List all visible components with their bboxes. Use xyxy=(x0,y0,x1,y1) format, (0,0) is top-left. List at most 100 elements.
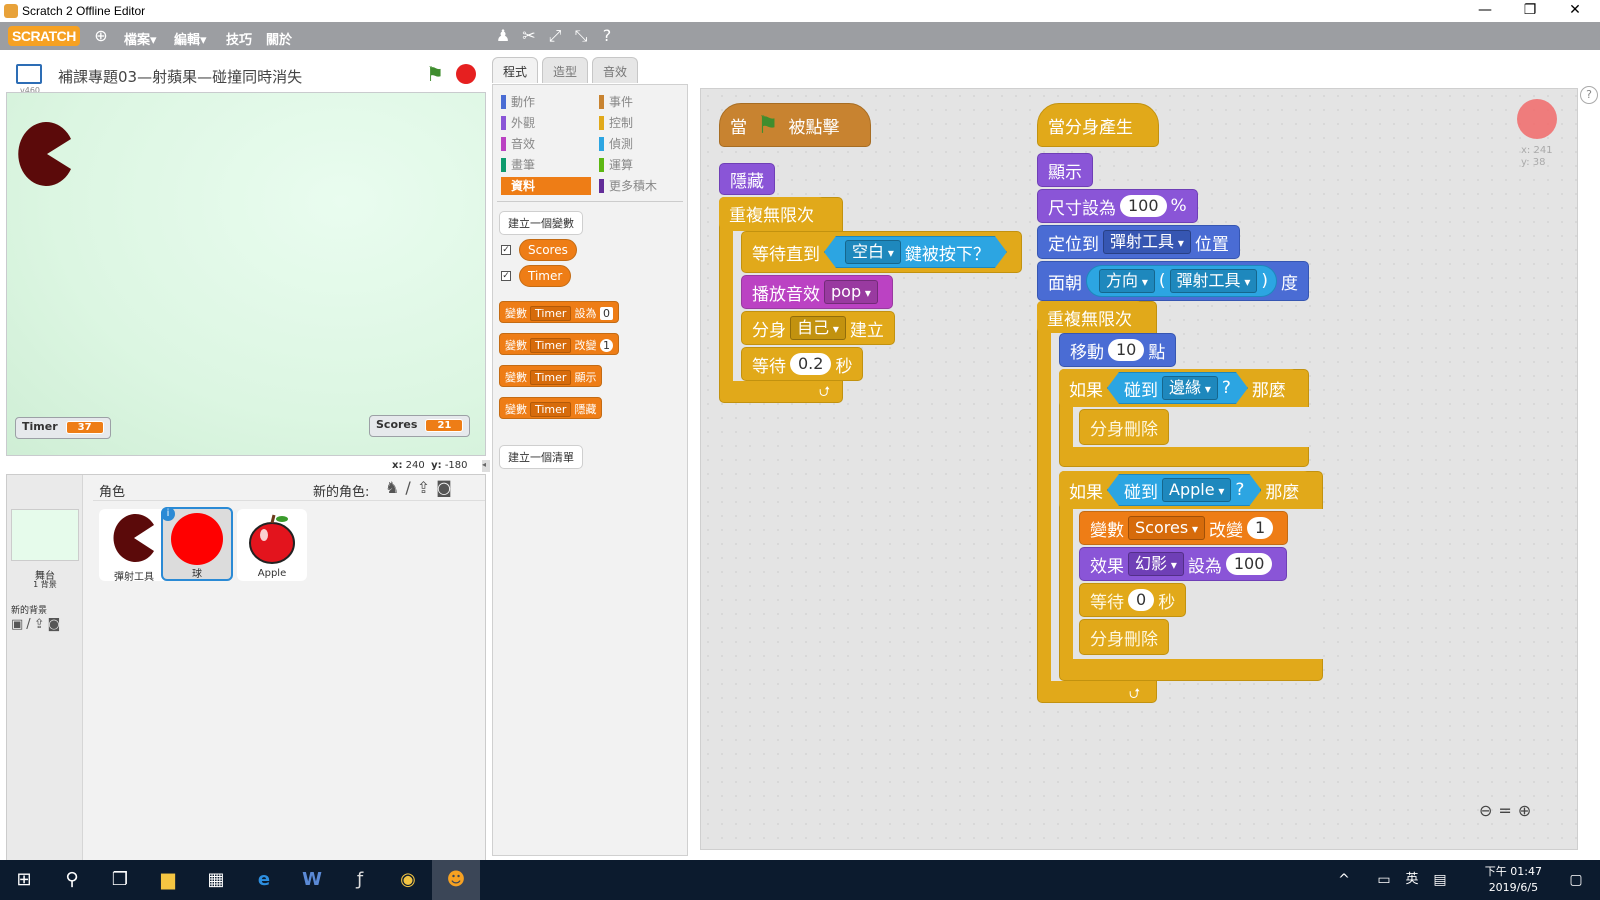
category-looks[interactable]: 外觀 xyxy=(501,114,593,132)
clone-target-dropdown[interactable]: 自己 xyxy=(790,316,846,340)
shrink-icon[interactable]: ⤡ xyxy=(574,26,588,45)
minimize-button[interactable]: — xyxy=(1478,2,1492,18)
value-input[interactable]: 0 xyxy=(599,307,613,320)
file-explorer-icon[interactable]: ▆ xyxy=(161,869,175,890)
var-dropdown[interactable]: Timer xyxy=(530,306,572,321)
object-dropdown[interactable]: 彈射工具 xyxy=(1169,269,1258,293)
zoom-in-icon[interactable]: ⊕ xyxy=(1517,801,1538,820)
zoom-reset-icon[interactable]: = xyxy=(1498,801,1518,820)
move-steps-block[interactable]: 移動 10 點 xyxy=(1059,333,1177,367)
wait-until-block[interactable]: 等待直到 空白 鍵被按下？ xyxy=(741,231,1022,273)
store-icon[interactable]: ▦ xyxy=(207,869,225,890)
category-control[interactable]: 控制 xyxy=(599,114,691,132)
category-operators[interactable]: 運算 xyxy=(599,156,691,174)
info-icon[interactable]: i xyxy=(161,507,175,521)
menu-tips[interactable]: 技巧 xyxy=(226,33,253,48)
touching-edge-condition[interactable]: 碰到 邊緣 ? xyxy=(1107,372,1248,404)
create-clone-block[interactable]: 分身 自己 建立 xyxy=(741,311,895,345)
scratch-taskbar-icon[interactable]: ☻ xyxy=(432,860,480,900)
timer-reporter[interactable]: Timer xyxy=(519,265,572,287)
maximize-button[interactable]: ❐ xyxy=(1523,2,1537,18)
make-list-button[interactable]: 建立一個清單 xyxy=(499,445,583,469)
sprite-tile-ball[interactable]: i 球 xyxy=(161,507,233,581)
upload-sprite-icon[interactable]: ⇪ xyxy=(416,478,437,497)
category-motion[interactable]: 動作 xyxy=(501,93,593,111)
make-variable-button[interactable]: 建立一個變數 xyxy=(499,211,583,235)
search-icon[interactable]: ⚲ xyxy=(65,869,79,890)
sprite-tile-apple[interactable]: Apple xyxy=(237,509,307,581)
green-flag-icon[interactable]: ⚑ xyxy=(426,62,444,86)
category-pen[interactable]: 畫筆 xyxy=(501,156,593,174)
start-windows-icon[interactable]: ⊞ xyxy=(16,869,32,890)
size-value-input[interactable]: 100 xyxy=(1120,195,1167,217)
scores-checkbox[interactable]: ✓ xyxy=(501,245,511,255)
notifications-icon[interactable]: ▢ xyxy=(1569,872,1583,888)
network-icon[interactable]: ▭ xyxy=(1377,872,1391,888)
tab-scripts[interactable]: 程式 xyxy=(492,57,539,83)
menu-edit[interactable]: 編輯▾ xyxy=(174,33,207,48)
sprite-library-icon[interactable]: ♞ xyxy=(385,478,406,497)
touch-target-dropdown[interactable]: Apple xyxy=(1162,478,1231,502)
effect-value-input[interactable]: 100 xyxy=(1225,553,1273,575)
clock[interactable]: 下午 01:47 2019/6/5 xyxy=(1485,864,1542,896)
set-effect-block[interactable]: 效果 幻影 設為 100 xyxy=(1079,547,1288,581)
tab-costumes[interactable]: 造型 xyxy=(542,57,589,83)
chrome-icon[interactable]: ◉ xyxy=(400,869,416,890)
fullscreen-icon[interactable] xyxy=(16,64,42,84)
paint-backdrop-icon[interactable]: / xyxy=(26,617,34,632)
timer-checkbox[interactable]: ✓ xyxy=(501,271,511,281)
scripts-area[interactable]: 當 ⚑ 被點擊 隱藏 重複無限次 等待直到 空白 鍵被按下？ 播放音效 pop … xyxy=(700,88,1578,850)
when-clone-starts-block[interactable]: 當分身產生 xyxy=(1037,103,1159,147)
attribute-dropdown[interactable]: 方向 xyxy=(1099,269,1155,293)
point-in-direction-block[interactable]: 面朝 方向 ( 彈射工具 ) 度 xyxy=(1037,261,1309,301)
task-view-icon[interactable]: ❐ xyxy=(111,869,129,890)
internet-explorer-icon[interactable]: e xyxy=(257,869,271,890)
help-icon[interactable]: ? xyxy=(602,26,612,45)
category-data[interactable]: 資料 xyxy=(501,177,591,195)
camera-sprite-icon[interactable]: ◙ xyxy=(436,478,458,497)
touching-apple-condition[interactable]: 碰到 Apple ? xyxy=(1107,474,1261,506)
upload-backdrop-icon[interactable]: ⇪ xyxy=(33,617,48,632)
collapse-stage-icon[interactable]: ◂ xyxy=(482,460,490,472)
sprite-tile-catapult[interactable]: 彈射工具 xyxy=(99,509,169,583)
when-flag-clicked-block[interactable]: 當 ⚑ 被點擊 xyxy=(719,103,871,147)
duplicate-stamp-icon[interactable]: ♟ xyxy=(495,26,511,45)
key-dropdown[interactable]: 空白 xyxy=(845,240,901,264)
category-sound[interactable]: 音效 xyxy=(501,135,593,153)
hide-block[interactable]: 隱藏 xyxy=(719,163,775,195)
tab-sounds[interactable]: 音效 xyxy=(592,57,639,83)
key-pressed-condition[interactable]: 空白 鍵被按下？ xyxy=(824,236,1007,268)
set-size-block[interactable]: 尺寸設為 100 % xyxy=(1037,189,1198,223)
variable-dropdown[interactable]: Scores xyxy=(1128,516,1205,540)
change-variable-block[interactable]: 變數 Scores 改變 1 xyxy=(1079,511,1289,545)
category-more-blocks[interactable]: 更多積木 xyxy=(599,177,691,195)
category-sensing[interactable]: 偵測 xyxy=(599,135,691,153)
show-block[interactable]: 顯示 xyxy=(1037,153,1093,187)
backdrop-library-icon[interactable]: ▣ xyxy=(11,617,27,632)
globe-icon[interactable]: ⊕ xyxy=(94,26,108,45)
touch-target-dropdown[interactable]: 邊緣 xyxy=(1162,376,1218,400)
ime-indicator[interactable]: 英 xyxy=(1405,872,1419,887)
sensing-of-reporter[interactable]: 方向 ( 彈射工具 ) xyxy=(1086,265,1277,297)
scratch-logo[interactable]: SCRATCH xyxy=(8,26,80,46)
ime-mode-icon[interactable]: ▤ xyxy=(1433,872,1447,888)
wait-seconds-block-2[interactable]: 等待 0 秒 xyxy=(1079,583,1187,617)
category-events[interactable]: 事件 xyxy=(599,93,691,111)
stop-icon[interactable] xyxy=(456,64,476,84)
catapult-sprite-on-stage[interactable] xyxy=(15,117,75,187)
close-button[interactable]: ✕ xyxy=(1569,2,1581,18)
flash-icon[interactable]: ƒ xyxy=(356,869,364,890)
move-value-input[interactable]: 10 xyxy=(1108,339,1145,361)
menu-file[interactable]: 檔案▾ xyxy=(124,33,157,48)
effect-dropdown[interactable]: 幻影 xyxy=(1128,552,1184,576)
delete-clone-block-1[interactable]: 分身刪除 xyxy=(1079,409,1169,445)
camera-backdrop-icon[interactable]: ◙ xyxy=(47,617,64,632)
project-title[interactable]: 補課專題03—射蘋果—碰撞同時消失 xyxy=(58,68,303,86)
word-icon[interactable]: W xyxy=(302,869,322,890)
delete-clone-block-2[interactable]: 分身刪除 xyxy=(1079,619,1169,655)
